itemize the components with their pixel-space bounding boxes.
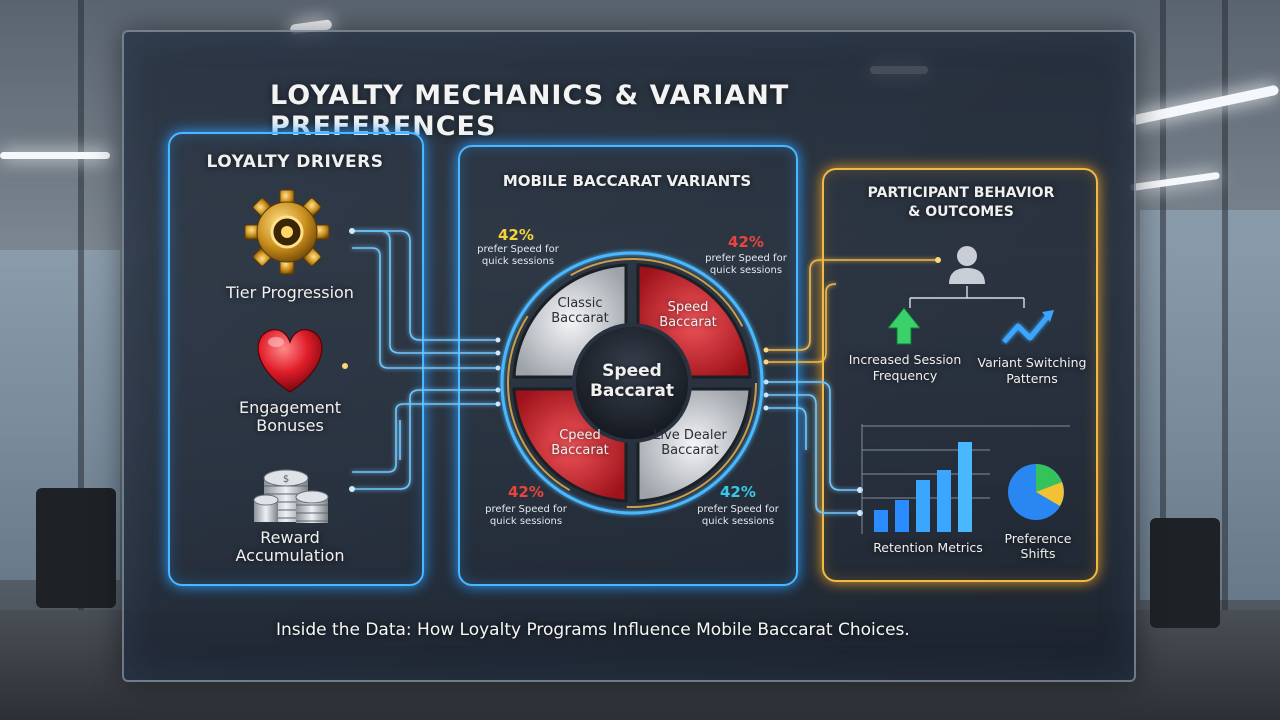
outcomes-heading: PARTICIPANT BEHAVIOR & OUTCOMES [830, 184, 1092, 222]
footer-caption: Inside the Data: How Loyalty Programs In… [276, 620, 910, 640]
engagement-bonuses-line2: Bonuses [256, 416, 324, 435]
outcomes-tree-lines [909, 286, 1025, 308]
segment-label-classic: Classic Baccarat [540, 296, 620, 326]
segment-label-live-dealer: Live Dealer Baccarat [640, 428, 740, 458]
window-frame [1160, 0, 1166, 720]
callout-value-top-right: 42% [728, 233, 764, 251]
coin-stack-icon: $ [253, 469, 329, 523]
increased-session-frequency-label: Increased Session Frequency [842, 352, 968, 384]
variant-switching-patterns-label: Variant Switching Patterns [974, 355, 1090, 387]
right-connector-lines-blue [766, 381, 860, 514]
reward-accumulation-label: Reward Accumulation [190, 529, 390, 565]
page-title: LOYALTY MECHANICS & VARIANT PREFERENCES [270, 80, 790, 142]
arrow-up-icon [886, 307, 922, 345]
callout-note-top-right: prefer Speed for quick sessions [686, 253, 806, 277]
svg-text:$: $ [283, 474, 289, 485]
loyalty-drivers-section [168, 132, 424, 586]
ceiling-light [0, 152, 110, 159]
segment-classic-line2: Baccarat [551, 311, 609, 326]
reward-accumulation-line2: Accumulation [235, 546, 345, 565]
callout-note-bottom-right: prefer Speed for quick sessions [678, 504, 798, 528]
engagement-bonuses-label: Engagement Bonuses [190, 399, 390, 435]
outcome-line1: Preference [1004, 531, 1072, 546]
engagement-bonuses-line1: Engagement [238, 398, 342, 417]
reward-accumulation-line1: Reward [260, 528, 320, 547]
loyalty-drivers-heading: LOYALTY DRIVERS [206, 152, 384, 172]
right-connector-lines-gold [766, 259, 938, 363]
segment-speed-line2: Baccarat [659, 315, 717, 330]
callout-value-top-left: 42% [498, 226, 534, 244]
segment-classic-line1: Classic [557, 296, 603, 311]
callout-note-top-left: prefer Speed for quick sessions [458, 244, 578, 268]
callout-note-line2: quick sessions [701, 516, 775, 527]
segment-label-cpeed: Cpeed Baccarat [540, 428, 620, 458]
outcome-line1: Increased Session [848, 352, 962, 367]
segment-speed-line1: Speed [667, 300, 709, 315]
outcome-line2: Frequency [872, 368, 938, 383]
callout-note-bottom-left: prefer Speed for quick sessions [466, 504, 586, 528]
wheel-center-line2: Baccarat [589, 381, 675, 401]
callout-note-line1: prefer Speed for [477, 244, 559, 255]
outcomes-heading-line2: & OUTCOMES [908, 204, 1014, 220]
tier-progression-label: Tier Progression [226, 283, 354, 302]
outcome-line1: Variant Switching [977, 355, 1087, 370]
office-chair [1150, 518, 1220, 628]
segment-label-speed: Speed Baccarat [648, 300, 728, 330]
window-frame [78, 0, 84, 720]
segment-live-dealer-line1: Live Dealer [653, 428, 727, 443]
callout-note-line1: prefer Speed for [485, 504, 567, 515]
callout-note-line2: quick sessions [481, 256, 555, 267]
person-icon [949, 246, 985, 284]
wheel-center-line1: Speed [602, 361, 662, 381]
wheel-center-label: Speed Baccarat [582, 361, 682, 401]
callout-value-bottom-right: 42% [720, 483, 756, 501]
preference-shifts-label: Preference Shifts [990, 531, 1086, 561]
segment-live-dealer-line2: Baccarat [661, 443, 719, 458]
right-connector-nodes [763, 257, 941, 516]
retention-metrics-label: Retention Metrics [873, 540, 983, 555]
outcome-line2: Shifts [1020, 546, 1056, 561]
left-connector-lines [352, 230, 498, 490]
segment-cpeed-line1: Cpeed [559, 428, 601, 443]
segment-cpeed-line2: Baccarat [551, 443, 609, 458]
pie-chart-icon [1008, 464, 1064, 520]
variants-heading: MOBILE BACCARAT VARIANTS [502, 172, 752, 190]
variants-wheel [500, 251, 764, 515]
window-frame [1222, 0, 1228, 720]
gear-icon [244, 189, 330, 275]
bar-chart-icon [861, 424, 1070, 534]
outcomes-section [822, 168, 1098, 582]
callout-note-line1: prefer Speed for [705, 253, 787, 264]
office-chair [36, 488, 116, 608]
outcomes-heading-line1: PARTICIPANT BEHAVIOR [867, 185, 1055, 201]
callout-note-line2: quick sessions [489, 516, 563, 527]
callout-note-line1: prefer Speed for [697, 504, 779, 515]
outcome-line2: Patterns [1006, 371, 1058, 386]
callout-value-bottom-left: 42% [508, 483, 544, 501]
heart-icon [257, 329, 323, 393]
callout-note-line2: quick sessions [709, 265, 783, 276]
zigzag-icon [1002, 310, 1054, 344]
connector-nodes [342, 228, 501, 492]
